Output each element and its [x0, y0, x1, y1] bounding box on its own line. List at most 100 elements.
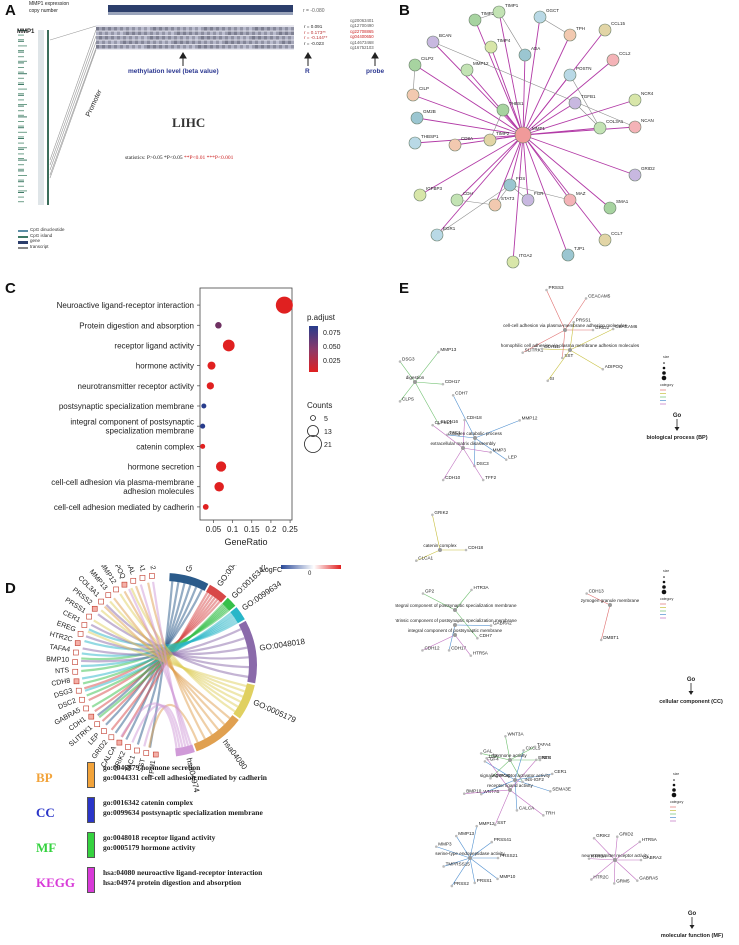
cnet-edge — [462, 447, 491, 453]
heatmap-cell — [255, 40, 258, 45]
cnet-edge — [514, 779, 551, 792]
cnet-edge — [614, 841, 640, 861]
category-label: Protein digestion and absorption — [79, 321, 194, 330]
heatmap-cell — [204, 27, 207, 31]
heatmap-cell — [129, 36, 132, 40]
cnet-gene-label: CALCA — [519, 805, 535, 810]
network-edge — [509, 134, 524, 186]
heatmap-cell — [210, 36, 213, 40]
cnet-gene-node — [421, 592, 425, 595]
cnet-edge — [613, 859, 616, 884]
legend-size-dot — [673, 779, 675, 781]
heatmap-cell — [135, 40, 138, 45]
cnet-edge — [474, 420, 520, 439]
cnet-edge — [447, 434, 476, 439]
cnet-term-label: hormone activity — [493, 753, 527, 758]
cnet-gene-node — [572, 320, 576, 324]
cpg-mark — [18, 30, 27, 31]
legend-term-line: go:0044331 cell-cell adhesion mediated b… — [103, 773, 267, 782]
heatmap-cell — [111, 36, 114, 40]
gene-label: TAFA4 — [49, 644, 71, 654]
heatmap-cell — [195, 36, 198, 40]
heatmap-cell — [207, 40, 210, 45]
heatmap-cell — [132, 27, 135, 31]
network-node — [563, 68, 577, 82]
heatmap-cell — [204, 36, 207, 40]
go-term-arc — [222, 597, 236, 611]
cnet-gene-label: SI — [550, 376, 554, 381]
probe-id: cg22708865 — [350, 28, 374, 34]
heatmap-cell — [255, 31, 258, 36]
heatmap-cell — [126, 45, 129, 49]
legend-size-title: size — [673, 772, 679, 776]
x-axis-title: GeneRatio — [224, 537, 267, 547]
chord-svg: GO:0046879GO:0044331GO:0016342GO:0099634… — [46, 565, 341, 794]
legend-count-circle — [310, 415, 316, 421]
cnet-edge — [443, 857, 471, 867]
heatmap-cell — [183, 45, 186, 49]
heatmap-cell — [279, 36, 282, 40]
heatmap-cell — [138, 36, 141, 40]
heatmap-cell — [114, 31, 117, 36]
cnet-edge — [469, 826, 478, 859]
cnet-edge — [462, 420, 465, 449]
network-edge — [456, 134, 524, 201]
cpg-mark — [18, 39, 24, 41]
panel-label-a: A — [5, 2, 16, 19]
heatmap-cell — [210, 27, 213, 31]
cnet-edge — [542, 348, 571, 351]
heatmap-cell — [264, 27, 267, 31]
probe-id: cg12700490 — [350, 23, 374, 29]
heatmap-cell — [267, 36, 270, 40]
network-node-label: GGCT — [546, 8, 559, 13]
heatmap-cell — [156, 31, 159, 36]
heatmap-cell — [240, 45, 243, 49]
heatmap-cell — [225, 40, 228, 45]
heatmap-cell — [261, 45, 264, 49]
heatmap-cell — [249, 45, 252, 49]
cnet-gene-label: GABRA2 — [493, 621, 512, 626]
heatmap-cell — [108, 40, 111, 45]
heatmap-cell — [159, 40, 162, 45]
heatmap-cell — [231, 27, 234, 31]
go-label: Go — [688, 911, 697, 917]
heatmap-cell — [258, 36, 261, 40]
legend-size-dot — [671, 792, 677, 798]
cnet-term-node — [508, 758, 512, 762]
network-node-label: ITGA2 — [519, 253, 533, 258]
cnet-gene-label: FGF4 — [487, 756, 499, 761]
cnet-gene-label: GRID2 — [619, 832, 633, 837]
cpg-mark — [18, 164, 24, 166]
network-node — [514, 126, 532, 144]
heatmap-cell — [216, 27, 219, 31]
heatmap-cell — [171, 31, 174, 36]
cnet-edge — [436, 846, 471, 859]
cpg-mark — [18, 71, 24, 73]
heatmap-cell — [288, 36, 291, 40]
cnet-gene-label: MMP12 — [479, 821, 495, 826]
network-node — [483, 133, 497, 147]
cnet-cluster: GRID2ADIPOQCLDN16DSC3CDH10SLITRK1CDH12DS… — [398, 285, 640, 482]
heatmap-cell — [150, 27, 153, 31]
heatmap-cell — [177, 31, 180, 36]
heatmap-cell — [165, 36, 168, 40]
legend-size-dot — [672, 783, 676, 787]
cnet-gene-label: DMBT1 — [603, 635, 619, 640]
heatmap-cell — [264, 40, 267, 45]
cnet-gene-node — [462, 792, 466, 796]
heatmap-cell — [186, 36, 189, 40]
heatmap-cell — [105, 45, 108, 49]
heatmap-cell — [141, 45, 144, 49]
heatmap-cell — [276, 27, 279, 31]
chord-ribbon — [148, 703, 199, 748]
cnet-edge — [569, 349, 603, 370]
heatmap-cell — [126, 27, 129, 31]
cnet-gene-node — [590, 878, 593, 881]
heatmap-cell — [102, 40, 105, 45]
cpg-mark — [18, 181, 24, 183]
cpg-mark — [18, 159, 27, 161]
heatmap-cell — [246, 36, 249, 40]
cnet-edge — [522, 329, 566, 353]
cnet-edge — [514, 779, 518, 811]
